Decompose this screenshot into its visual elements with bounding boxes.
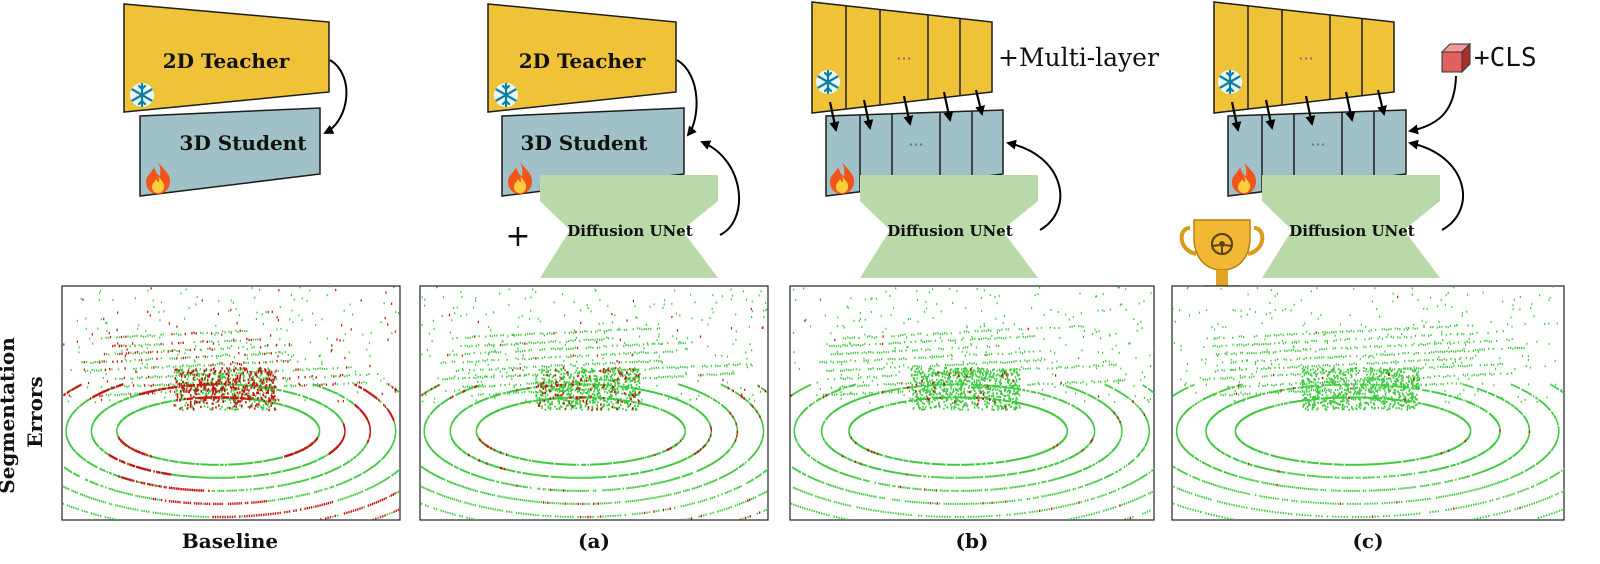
cls-arrow: [1408, 75, 1457, 135]
student-ellipsis: ···: [908, 135, 923, 154]
snowflake-icon: [492, 81, 520, 109]
caption-baseline: Baseline: [182, 529, 278, 553]
snowflake-icon: [128, 81, 156, 109]
teacher-ellipsis: ···: [896, 49, 911, 68]
diagram-c: ··· ··· Diffusion UNet: [1179, 1, 1537, 301]
error-points: [790, 319, 1146, 520]
snowflake-icon: [1216, 68, 1244, 96]
error-points: [63, 286, 400, 520]
feedback-arrow: [1006, 139, 1062, 231]
caption-a: (a): [578, 529, 610, 553]
teacher-block: [487, 3, 677, 113]
distill-arrow: [323, 59, 348, 134]
feedback-arrow: [700, 140, 741, 236]
diffusion-label: Diffusion UNet: [887, 222, 1013, 240]
correct-points: [790, 286, 1154, 520]
segmentation-panel-baseline: [61, 285, 401, 521]
diagram-baseline: 2D Teacher 3D Student: [123, 3, 348, 197]
teacher-block: [123, 3, 330, 113]
diffusion-unet-block: [540, 175, 718, 278]
diffusion-unet-block: [1262, 175, 1440, 278]
diagram-b: ··· +Multi-layer ··· Diffusion UNet: [811, 1, 1159, 278]
teacher-label: 2D Teacher: [163, 49, 290, 73]
correct-points: [420, 286, 768, 520]
diagram-a: 2D Teacher 3D Student Diffusion UNet +: [487, 3, 741, 278]
row-label: Segmentation Errors: [0, 330, 47, 493]
teacher-ellipsis: ···: [1298, 49, 1313, 68]
cls-token-icon: [1440, 42, 1472, 74]
correct-points: [1172, 286, 1564, 520]
student-label: 3D Student: [180, 131, 308, 155]
student-block: [501, 107, 685, 197]
teacher-multilayer-block: [811, 1, 993, 114]
layer-arrows: [1230, 89, 1387, 132]
teacher-label: 2D Teacher: [519, 49, 646, 73]
plus-sign: +: [505, 219, 530, 254]
segmentation-panel-c: [1171, 285, 1565, 521]
student-block: [139, 107, 321, 197]
cls-label: +CLS: [1474, 43, 1537, 73]
segmentation-panel-a: [419, 285, 769, 521]
error-points: [421, 286, 766, 520]
diffusion-unet-block: [860, 175, 1038, 278]
teacher-multilayer-block: [1213, 1, 1395, 114]
student-label: 3D Student: [521, 131, 649, 155]
caption-b: (b): [956, 529, 989, 553]
segmentation-panel-b: [789, 285, 1155, 521]
diffusion-label: Diffusion UNet: [567, 222, 693, 240]
student-ellipsis: ···: [1310, 135, 1325, 154]
snowflake-icon: [814, 68, 842, 96]
multilayer-label: +Multi-layer: [998, 43, 1159, 72]
feedback-arrow: [1408, 139, 1465, 231]
error-points: [1235, 295, 1531, 518]
diffusion-label: Diffusion UNet: [1289, 222, 1415, 240]
layer-arrows: [828, 89, 985, 132]
distill-arrow: [676, 59, 698, 137]
caption-c: (c): [1352, 529, 1383, 553]
